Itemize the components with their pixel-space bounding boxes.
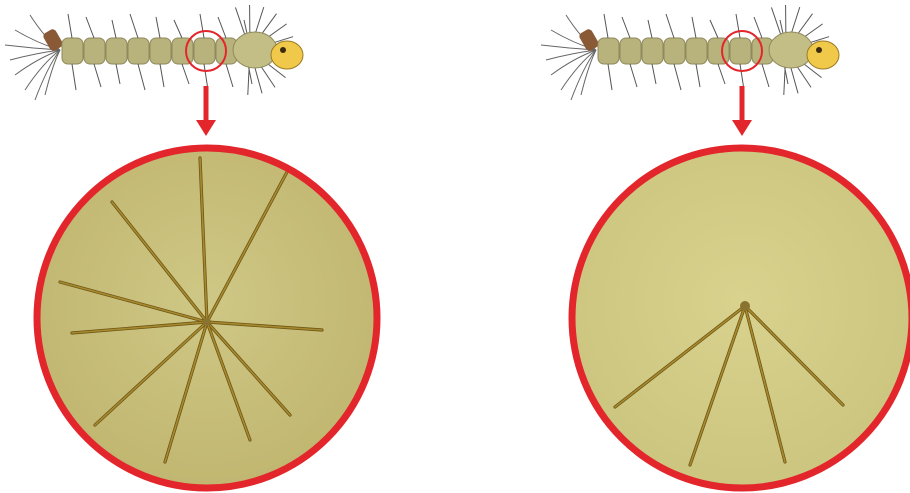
panel-left [5, 5, 377, 488]
tuft-base [740, 301, 750, 311]
larva-hair [692, 17, 696, 38]
larva-hair [160, 64, 164, 87]
magnify-arrow-right [732, 86, 752, 136]
larva-tail-bristle [10, 50, 60, 60]
larva-hair [608, 64, 612, 90]
larva-head [807, 41, 839, 69]
larva-hair [674, 64, 681, 90]
panel-right [541, 5, 910, 488]
larva-segment [686, 38, 707, 64]
larva-hair [710, 20, 718, 38]
larva-segment [62, 38, 83, 64]
larva-tail-bristle [561, 50, 596, 90]
larva-hair [112, 20, 116, 38]
larva-hair [182, 64, 189, 84]
tuft-base [203, 318, 211, 326]
larva-segment [598, 38, 619, 64]
larva-hair [116, 64, 120, 84]
magnified-circle-right [572, 148, 910, 488]
larva-hair [138, 64, 145, 90]
larva-hair [630, 64, 637, 87]
larva-segment [106, 38, 127, 64]
larva-illustration-right [541, 5, 839, 100]
larva-head [271, 41, 303, 69]
larva-segment [194, 38, 215, 64]
larva-hair [762, 64, 769, 87]
larva-tail-bristle [546, 50, 596, 60]
larva-hair [648, 20, 652, 38]
larva-hair [604, 14, 608, 38]
larva-segment [128, 38, 149, 64]
larva-segment [664, 38, 685, 64]
larva-hair [174, 20, 182, 38]
larva-hair [622, 17, 630, 38]
larva-hair [696, 64, 700, 87]
larva-thorax [769, 32, 813, 68]
larva-segment [708, 38, 729, 64]
larva-thorax [233, 32, 277, 68]
larva-hair [94, 64, 101, 87]
larva-hair [666, 14, 674, 38]
larva-hair [68, 14, 72, 38]
larva-hair [86, 17, 94, 38]
larva-hair [156, 17, 160, 38]
larva-segment [620, 38, 641, 64]
larva-hair [718, 64, 725, 84]
larva-hair [736, 14, 740, 38]
larva-segment [730, 38, 751, 64]
larva-illustration-left [5, 5, 303, 100]
larva-tail-bristle [25, 50, 60, 90]
larva-hair [652, 64, 656, 84]
larva-segment [642, 38, 663, 64]
larva-segment [172, 38, 193, 64]
larva-hair [226, 64, 233, 87]
larva-segment [84, 38, 105, 64]
larva-segment [150, 38, 171, 64]
magnified-circle-left [37, 148, 377, 488]
magnify-arrow-left [196, 86, 216, 136]
larva-hair [72, 64, 76, 90]
larva-hair [200, 14, 204, 38]
larva-hair [130, 14, 138, 38]
larva-eye [280, 47, 286, 53]
larva-eye [816, 47, 822, 53]
